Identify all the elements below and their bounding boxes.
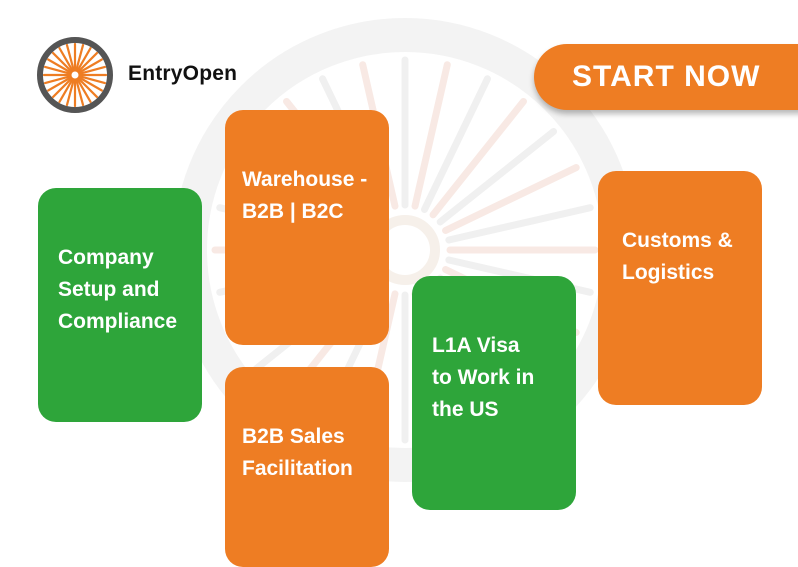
service-card-company-setup[interactable]: Company Setup and Compliance	[38, 188, 202, 422]
start-now-button[interactable]: START NOW	[534, 44, 798, 110]
service-card-l1a-visa[interactable]: L1A Visa to Work in the US	[412, 276, 576, 510]
start-now-label: START NOW	[572, 60, 761, 93]
service-card-b2b-sales[interactable]: B2B Sales Facilitation	[225, 367, 389, 567]
service-card-label: Customs & Logistics	[622, 229, 733, 284]
service-card-label: B2B Sales Facilitation	[242, 425, 353, 480]
service-card-warehouse[interactable]: Warehouse - B2B | B2C	[225, 110, 389, 345]
service-card-label: Company Setup and Compliance	[58, 246, 178, 333]
service-card-label: Warehouse - B2B | B2C	[242, 168, 368, 223]
spoked-wheel-icon	[37, 37, 113, 113]
service-card-customs-logistics[interactable]: Customs & Logistics	[598, 171, 762, 405]
service-card-label: L1A Visa to Work in the US	[432, 334, 535, 421]
brand-name: EntryOpen	[128, 62, 238, 85]
